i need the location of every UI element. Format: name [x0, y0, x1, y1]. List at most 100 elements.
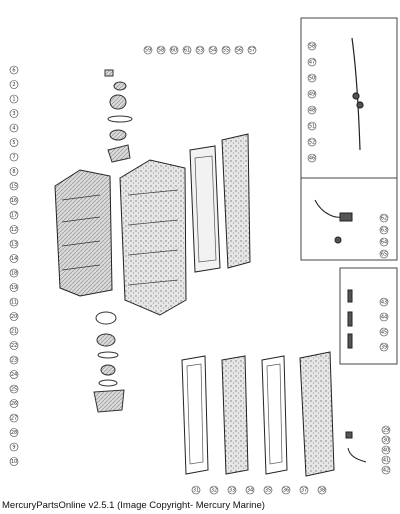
callout-38: 38 [317, 485, 327, 495]
callout-17: 17 [9, 210, 19, 220]
svg-text:22: 22 [11, 343, 17, 349]
svg-text:20: 20 [11, 314, 17, 320]
svg-text:52: 52 [309, 140, 315, 146]
callout-10: 10 [9, 457, 19, 466]
svg-text:3: 3 [12, 111, 15, 117]
callout-50: 50 [307, 73, 317, 83]
svg-text:54: 54 [210, 48, 216, 54]
callout-51: 51 [307, 121, 317, 131]
svg-text:61: 61 [184, 48, 190, 54]
callout-35: 35 [263, 485, 273, 495]
svg-text:17: 17 [11, 213, 17, 219]
callout-64: 64 [379, 237, 389, 247]
gasket-plate-center [189, 145, 221, 273]
svg-text:41: 41 [383, 458, 389, 464]
svg-text:12: 12 [11, 227, 17, 233]
svg-text:19: 19 [11, 285, 17, 291]
callout-58: 58 [307, 41, 317, 51]
callout-2: 2 [9, 80, 19, 89]
callout-24: 24 [9, 370, 19, 379]
callout-44: 44 [379, 312, 389, 322]
bottom-gasket-1 [181, 355, 209, 475]
callout-9: 9 [9, 442, 19, 452]
callout-layer: 6213457815161712131418191120212223242526… [9, 41, 391, 495]
callout-40: 40 [381, 445, 391, 455]
callout-60: 60 [169, 45, 179, 55]
svg-text:1: 1 [12, 97, 15, 103]
bottom-plate-1 [221, 355, 249, 475]
svg-text:63: 63 [381, 228, 387, 234]
callout-45: 45 [379, 327, 389, 337]
svg-text:27: 27 [11, 416, 17, 422]
group-box-middle-right [300, 177, 398, 261]
bottom-right-small-parts [345, 431, 367, 463]
callout-6: 6 [9, 65, 19, 75]
callout-65: 65 [379, 249, 389, 259]
bottom-plate-2 [299, 351, 335, 477]
svg-text:49: 49 [309, 92, 315, 98]
callout-5: 5 [9, 138, 19, 147]
callout-43: 43 [379, 297, 389, 307]
group-box-upper-right [300, 17, 398, 179]
callout-27: 27 [9, 413, 19, 423]
svg-text:32: 32 [211, 488, 217, 494]
callout-56: 56 [234, 45, 244, 55]
svg-text:43: 43 [381, 300, 387, 306]
svg-text:21: 21 [11, 329, 17, 335]
svg-text:39: 39 [381, 345, 387, 351]
svg-text:65: 65 [381, 252, 387, 258]
svg-text:30: 30 [383, 438, 389, 444]
svg-text:23: 23 [11, 358, 17, 364]
bearing-seal-stack [93, 311, 125, 413]
callout-25: 25 [9, 384, 19, 394]
callout-36: 36 [281, 485, 291, 495]
callout-52: 52 [307, 137, 317, 147]
svg-text:8: 8 [12, 169, 15, 175]
svg-text:58: 58 [309, 44, 315, 50]
callout-23: 23 [9, 355, 19, 365]
copyright-caption: MercuryPartsOnline v2.5.1 (Image Copyrig… [2, 500, 265, 511]
svg-text:64: 64 [381, 240, 387, 246]
group-box-lower-right [339, 267, 398, 365]
callout-53: 53 [195, 45, 205, 55]
callout-20: 20 [9, 312, 19, 321]
callout-61: 61 [182, 45, 192, 55]
transfer-cover [221, 133, 251, 269]
svg-text:42: 42 [383, 468, 389, 474]
left-small-parts [104, 69, 133, 163]
callout-41: 41 [381, 455, 391, 465]
callout-28: 28 [9, 428, 19, 437]
svg-text:44: 44 [381, 315, 387, 321]
svg-text:62: 62 [381, 216, 387, 222]
callout-34: 34 [245, 485, 255, 495]
svg-text:26: 26 [11, 401, 17, 407]
callout-54: 54 [208, 45, 218, 55]
svg-text:31: 31 [193, 488, 199, 494]
cylinder-block-left [54, 169, 113, 297]
svg-text:13: 13 [11, 242, 17, 248]
callout-22: 22 [9, 341, 19, 350]
callout-58: 58 [156, 45, 166, 55]
svg-text:50: 50 [309, 76, 315, 82]
svg-text:45: 45 [381, 330, 387, 336]
callout-13: 13 [9, 239, 19, 249]
svg-text:16: 16 [11, 198, 17, 204]
svg-text:55: 55 [223, 48, 229, 54]
svg-text:2: 2 [12, 82, 15, 88]
upper-right-hose [351, 37, 364, 151]
svg-text:29: 29 [383, 428, 389, 434]
callout-59: 59 [143, 45, 153, 55]
svg-text:9: 9 [12, 445, 15, 451]
callout-4: 4 [9, 123, 19, 133]
svg-text:60: 60 [171, 48, 177, 54]
callout-8: 8 [9, 167, 19, 176]
callout-12: 12 [9, 225, 19, 234]
svg-text:25: 25 [11, 387, 17, 393]
callout-48: 48 [307, 105, 317, 115]
lower-right-fittings [347, 289, 353, 349]
svg-text:11: 11 [11, 300, 17, 306]
callout-46: 46 [307, 153, 317, 163]
svg-text:34: 34 [247, 488, 253, 494]
callout-30: 30 [381, 435, 391, 445]
callout-14: 14 [9, 254, 19, 263]
